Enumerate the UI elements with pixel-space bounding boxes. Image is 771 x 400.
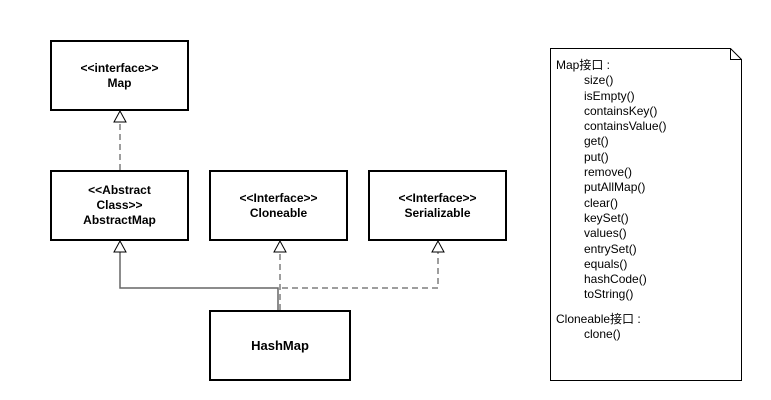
cloneable-stereotype: <<Interface>> (239, 190, 318, 205)
note-cloneable-heading: Cloneable接口 : (556, 311, 641, 326)
note-method: entrySet() (584, 241, 637, 256)
note-content: Map接口 : size() isEmpty() containsKey() c… (556, 58, 667, 342)
note-method: get() (584, 134, 609, 149)
note-method: isEmpty() (584, 88, 635, 103)
note-method: hashCode() (584, 272, 647, 287)
map-stereotype: <<interface>> (80, 60, 159, 75)
note-method: keySet() (584, 210, 629, 225)
note-spacer (556, 303, 667, 312)
class-box-cloneable[interactable]: <<Interface>> Cloneable (209, 170, 348, 241)
note-method: put() (584, 149, 609, 164)
note-method: equals() (584, 256, 628, 271)
class-box-abstractmap[interactable]: <<Abstract Class>> AbstractMap (50, 170, 189, 241)
abstractmap-stereotype-line1: <<Abstract (88, 183, 151, 197)
realization-line-hashmap-serializable (282, 252, 439, 289)
abstractmap-name: AbstractMap (83, 213, 156, 227)
note-box[interactable]: Map接口 : size() isEmpty() containsKey() c… (550, 48, 742, 381)
hollow-arrowhead-cloneable (273, 239, 287, 253)
serializable-name: Serializable (404, 205, 471, 220)
note-map-heading: Map接口 : (556, 58, 611, 72)
abstractmap-stereotype-line2: Class>> (96, 198, 143, 212)
note-method: size() (584, 73, 614, 88)
note-method: toString() (584, 287, 634, 302)
class-box-serializable[interactable]: <<Interface>> Serializable (368, 170, 507, 241)
note-method: clone() (584, 327, 621, 342)
note-method: containsKey() (584, 103, 658, 118)
note-method: putAllMap() (584, 180, 646, 195)
class-box-map[interactable]: <<interface>> Map (50, 40, 189, 111)
note-method: containsValue() (584, 119, 667, 134)
note-method: values() (584, 226, 627, 241)
cloneable-name: Cloneable (249, 205, 308, 220)
hollow-arrowhead-abstractmap (113, 239, 127, 253)
hollow-arrowhead-serializable (431, 239, 445, 253)
note-method: clear() (584, 195, 619, 210)
note-fold-corner (730, 48, 742, 60)
note-outline (550, 48, 742, 381)
hashmap-name: HashMap (251, 338, 309, 353)
generalization-line-hashmap-abstractmap (119, 252, 279, 310)
map-name: Map (107, 75, 132, 90)
class-box-hashmap[interactable]: HashMap (209, 310, 351, 381)
note-method: remove() (584, 165, 633, 180)
serializable-stereotype: <<Interface>> (398, 190, 477, 205)
hollow-arrowhead-map (113, 109, 127, 123)
